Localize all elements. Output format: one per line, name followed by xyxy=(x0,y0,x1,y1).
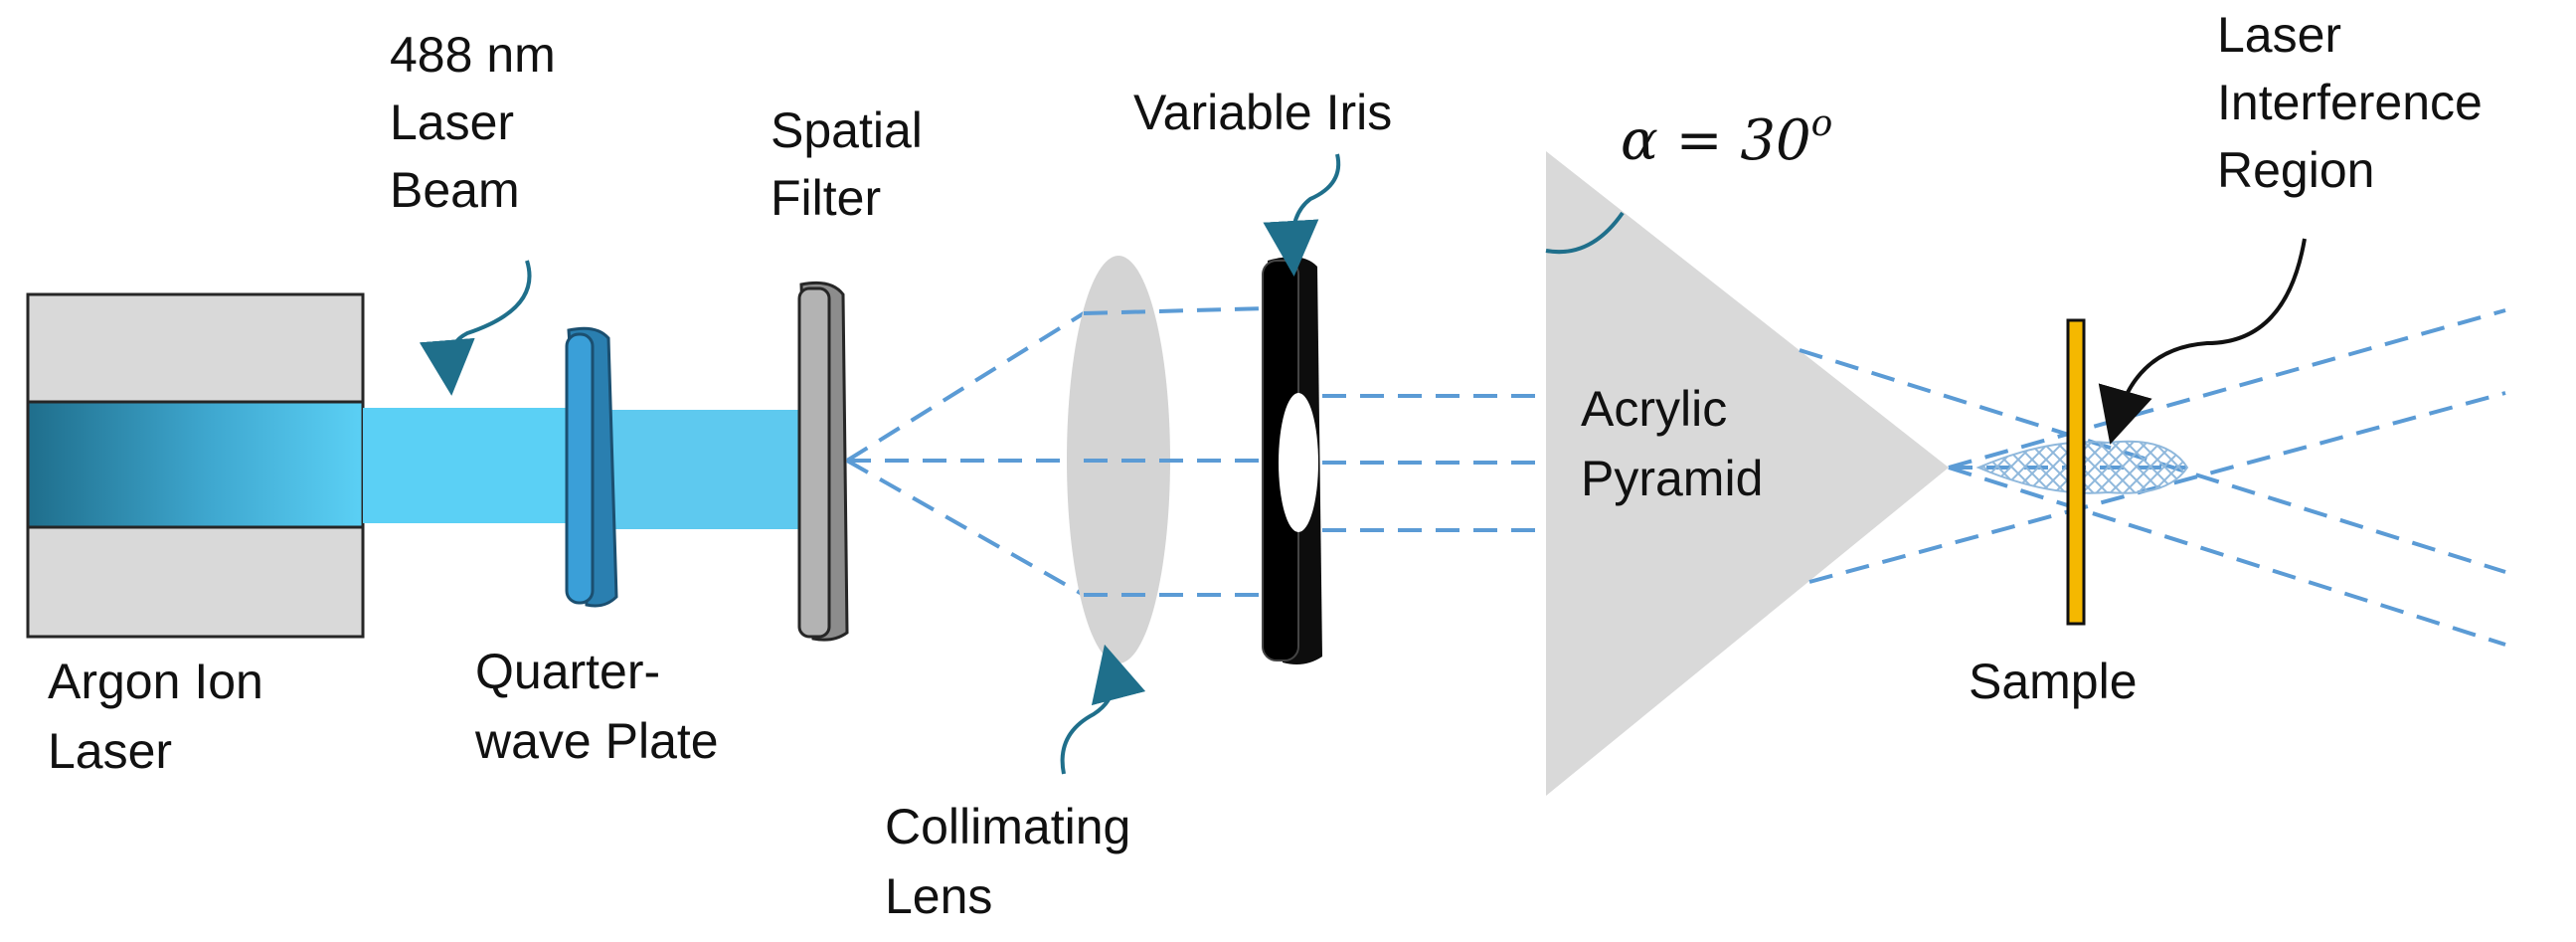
interference-pointer-arrow xyxy=(2098,238,2307,445)
angle-arc xyxy=(1545,211,1625,255)
collimated-rays xyxy=(1083,306,1278,597)
diverging-rays xyxy=(845,311,1086,597)
pyramid-label: Acrylic Pyramid xyxy=(1581,381,1763,506)
argon-ion-laser xyxy=(26,292,365,639)
sample-label: Sample xyxy=(1969,654,2138,709)
quarter-wave-plate xyxy=(565,326,618,608)
laser-housing-top xyxy=(26,292,365,404)
variable-iris-label: Variable Iris xyxy=(1133,85,1392,140)
laser-beam xyxy=(363,408,572,523)
iris-to-pyramid-rays xyxy=(1322,394,1546,532)
variable-iris xyxy=(1262,257,1322,664)
spatial-filter xyxy=(797,281,849,642)
laser-cavity-beam xyxy=(26,400,365,529)
beam-pointer-arrow xyxy=(419,260,532,396)
lens-pointer-arrow xyxy=(1060,644,1146,775)
iris-aperture xyxy=(1279,393,1318,532)
spatial-filter-label: Spatial Filter xyxy=(771,102,937,226)
sample-slide xyxy=(2066,318,2086,626)
argon-laser-label: Argon Ion Laser xyxy=(48,654,277,779)
beam-label: 488 nm Laser Beam xyxy=(390,27,570,218)
interference-region-label: Laser Interference Region xyxy=(2217,7,2496,198)
acrylic-pyramid xyxy=(1546,151,1949,796)
angle-label: α = 30o xyxy=(1621,103,1832,173)
iris-pointer-arrow xyxy=(1263,153,1341,277)
collimating-lens-label: Collimating Lens xyxy=(885,799,1144,924)
laser-housing-bottom xyxy=(26,525,365,639)
laser-beam-after-plate xyxy=(606,410,805,529)
quarter-wave-label: Quarter- wave Plate xyxy=(474,644,719,769)
collimating-lens xyxy=(1067,256,1170,663)
